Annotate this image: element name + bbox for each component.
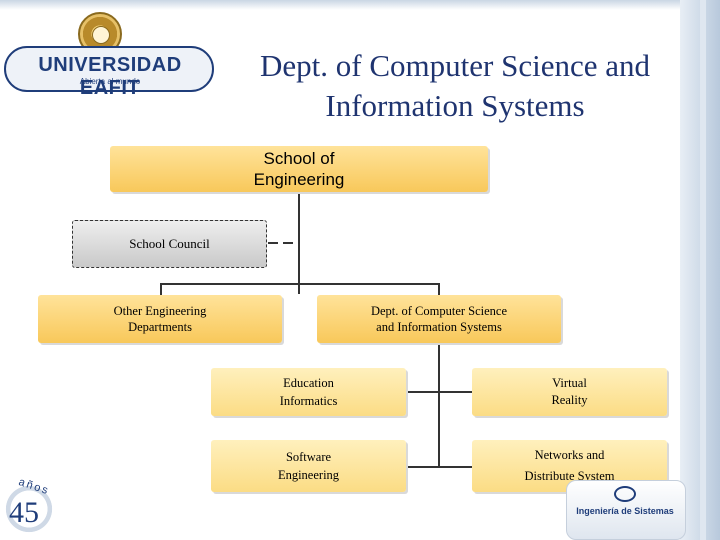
connector-council-dash-2 (283, 242, 293, 244)
right-band-stripe (700, 0, 706, 540)
program-logo-text: Ingeniería de Sistemas (576, 506, 674, 516)
slide-title: Dept. of Computer Science and Informatio… (260, 48, 650, 123)
org-node-label: Virtual Reality (551, 376, 588, 407)
connector-sw (406, 466, 472, 468)
connector-other-drop (160, 283, 162, 295)
connector-other-branch (160, 283, 300, 285)
university-logo (4, 46, 214, 92)
university-logo-name: UNIVERSIDAD EAFIT (38, 54, 182, 99)
org-node-school-of-engineering: School of Engineering (110, 146, 488, 192)
org-node-label: Other Engineering Departments (113, 304, 207, 334)
org-node-school-council: School Council (72, 220, 267, 268)
connector-council-dash (268, 242, 278, 244)
org-node-label: Software Engineering (277, 450, 340, 482)
university-logo-tagline: Abierta al mundo (79, 77, 141, 86)
org-node-label: School Council (129, 236, 210, 251)
org-node-department: Dept. of Computer Science and Informatio… (317, 295, 561, 343)
connector-dept-trunk (438, 343, 440, 467)
connector-root-trunk (298, 192, 300, 294)
org-node-other-departments: Other Engineering Departments (38, 295, 282, 343)
connector-edu (406, 391, 472, 393)
org-node-virtual-reality: Virtual Reality (472, 368, 667, 416)
program-logo-mark-icon (614, 486, 636, 502)
org-node-label: Networks and Distribute System (524, 448, 615, 483)
org-node-networks: Networks and Distribute System (472, 440, 667, 492)
anniversary-badge-number: 45 (9, 496, 39, 529)
anniversary-badge-icon (2, 482, 56, 536)
connector-dept-drop (438, 283, 440, 295)
org-node-label: Dept. of Computer Science and Informatio… (370, 304, 508, 334)
org-node-label: Education Informatics (279, 376, 338, 408)
connector-dept-branch (298, 283, 439, 285)
org-node-education-informatics: Education Informatics (211, 368, 406, 416)
top-band (0, 0, 720, 10)
org-node-software-engineering: Software Engineering (211, 440, 406, 492)
org-node-label: School of Engineering (253, 149, 345, 189)
